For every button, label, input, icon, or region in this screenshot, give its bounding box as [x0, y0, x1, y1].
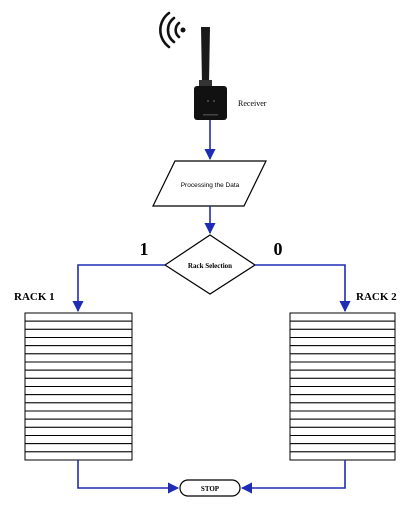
rack-shelf — [289, 426, 396, 436]
rack-shelf — [24, 410, 133, 420]
rack-2 — [289, 312, 396, 461]
stop-terminator — [179, 479, 241, 497]
rack-shelf — [289, 443, 396, 453]
connector-rack-1-to-stop — [77, 460, 180, 494]
rack-shelf — [24, 361, 133, 371]
rack-shelf — [289, 435, 396, 445]
branch-right-label: 0 — [274, 239, 283, 259]
wifi-signal-icon — [159, 11, 186, 49]
rack-shelf — [289, 361, 396, 371]
rack-2-label: RACK 2 — [356, 291, 397, 303]
rack-shelf — [289, 312, 396, 322]
rack-shelf — [289, 418, 396, 428]
rack-shelf — [24, 386, 133, 396]
decision-shape — [163, 234, 257, 295]
stop-label: STOP — [201, 485, 220, 493]
rack-shelf — [289, 377, 396, 387]
decision-label: Rack Selection — [188, 262, 232, 270]
rack-shelf — [289, 328, 396, 338]
rack-shelf — [24, 443, 133, 453]
rack-shelf — [24, 394, 133, 404]
rack-shelf — [289, 353, 396, 363]
rack-shelf — [289, 451, 396, 461]
receiver-label: Receiver — [238, 99, 267, 108]
rack-1-label: RACK 1 — [14, 291, 55, 303]
connector-decision-to-rack-1 — [72, 264, 165, 313]
rack-shelf — [24, 353, 133, 363]
rack-shelf — [289, 402, 396, 412]
rack-shelf — [24, 312, 133, 322]
connector-decision-to-rack-2 — [255, 264, 351, 313]
branch-left-label: 1 — [140, 239, 149, 259]
rack-1 — [24, 312, 133, 461]
rack-shelf — [289, 369, 396, 379]
rack-shelf — [289, 320, 396, 330]
rack-shelf — [24, 369, 133, 379]
process-shape — [152, 160, 267, 207]
rack-shelf — [24, 418, 133, 428]
connector-rack-2-to-stop — [240, 460, 346, 494]
rack-shelf — [24, 320, 133, 330]
wireless-receiver-icon — [194, 27, 227, 120]
rack-shelf — [289, 386, 396, 396]
rack-shelf — [24, 451, 133, 461]
rack-shelf — [289, 410, 396, 420]
rack-shelf — [24, 435, 133, 445]
process-label: Processing the Data — [181, 182, 240, 189]
rack-shelf — [24, 345, 133, 355]
rack-shelf — [289, 394, 396, 404]
rack-shelf — [24, 328, 133, 338]
rack-shelf — [24, 337, 133, 347]
rack-shelf — [289, 345, 396, 355]
rack-shelf — [24, 377, 133, 387]
rack-shelf — [24, 426, 133, 436]
rack-shelf — [24, 402, 133, 412]
rack-shelf — [289, 337, 396, 347]
